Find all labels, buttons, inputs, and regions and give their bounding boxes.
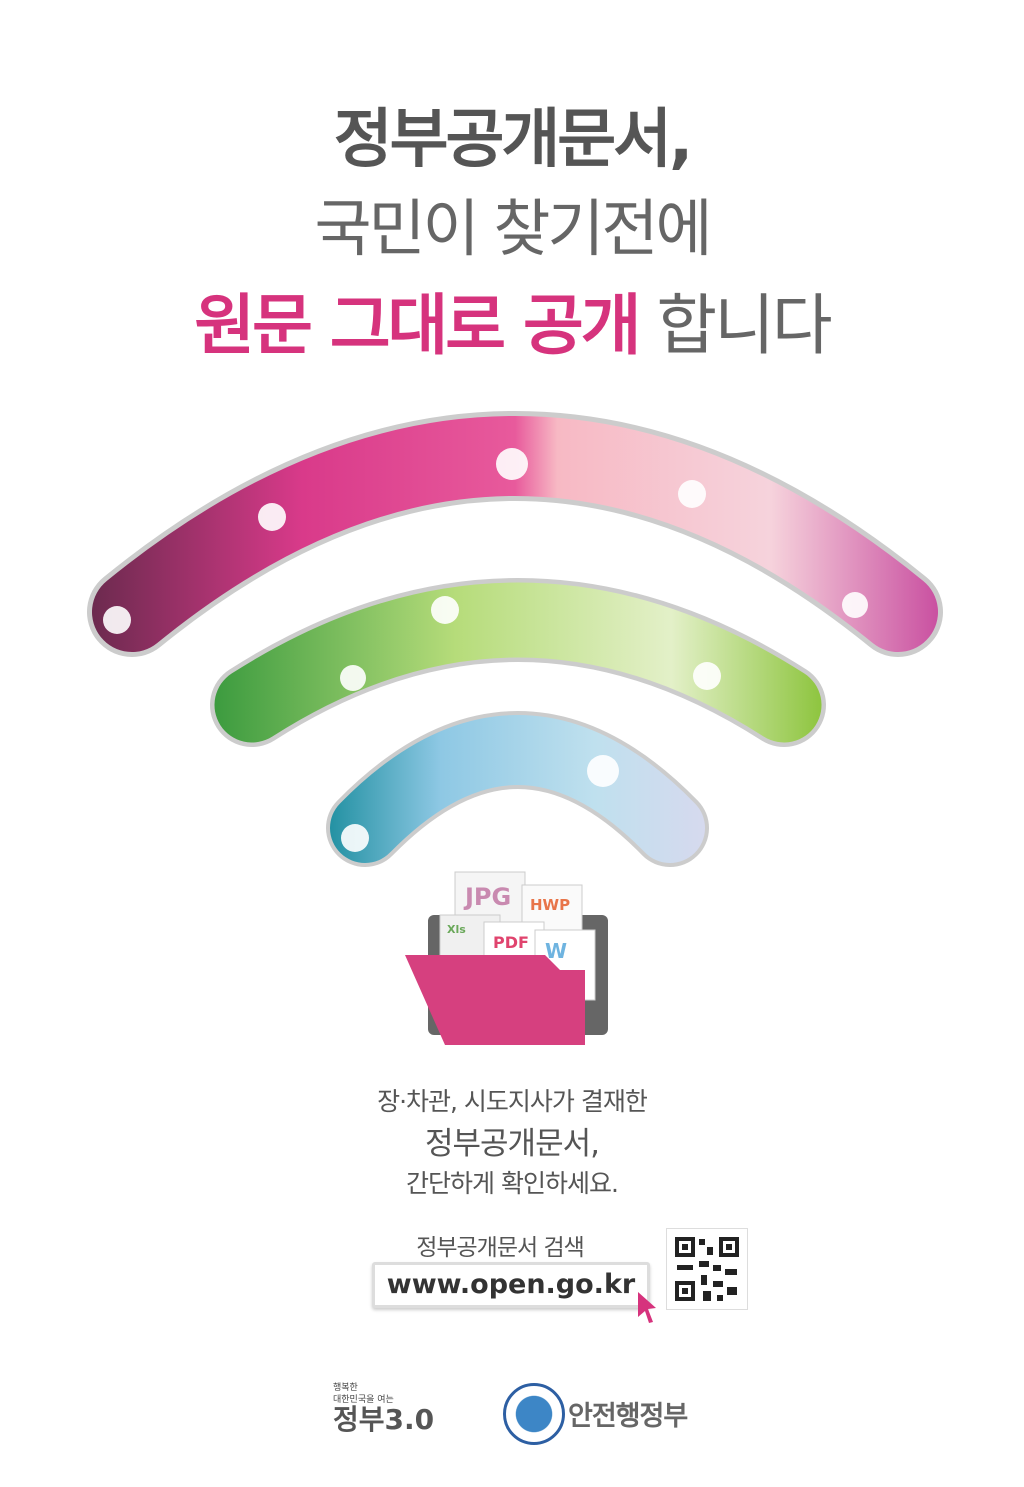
file-label-xls: Xls [447,923,466,936]
gov30-logo: 행복한 대한민국을 여는 정부3.0 [333,1382,435,1436]
body-line2: 정부공개문서, [425,1126,600,1162]
24h-icon [258,503,286,531]
qr-code[interactable] [666,1228,748,1310]
gov30-small2: 대한민국을 여는 [333,1395,394,1405]
won-icon [341,824,369,852]
headline-line1: 정부공개문서, [333,103,694,177]
face-icon [842,592,868,618]
wifi-illustration: JPG HWP Xls PDF W [87,411,943,1045]
file-label-jpg: JPG [463,883,511,911]
gov30-main: 정부3.0 [333,1403,435,1436]
globe-icon [587,755,619,787]
building-icon [103,606,131,634]
url-box[interactable]: www.open.go.kr [372,1262,650,1308]
body-line1: 장·차관, 시도지사가 결재한 [377,1087,648,1116]
newspaper-icon [496,448,528,480]
medical-icon [693,662,721,690]
qr-code-icon [675,1237,739,1301]
file-label-hwp: HWP [530,896,570,914]
ministry-seal-icon [503,1383,565,1445]
box-hands-icon [678,480,706,508]
cursor-icon [638,1292,656,1323]
file-label-w: W [545,939,567,963]
headline-line3: 원문 그대로 공개 합니다 [0,272,1024,368]
headline-highlight: 원문 그대로 공개 [194,287,641,364]
ministry-name: 안전행정부 [568,1401,688,1432]
gov30-small1: 행복한 [333,1383,358,1393]
beach-icon [340,665,366,691]
house-icon [431,596,459,624]
search-label: 정부공개문서 검색 [416,1235,585,1261]
folder-front [405,955,585,1045]
body-line3: 간단하게 확인하세요. [406,1169,619,1198]
folder-illustration [405,871,608,1045]
headline-rest: 합니다 [656,287,832,364]
file-label-pdf: PDF [493,933,529,952]
headline-line2: 국민이 찾기전에 [314,192,713,265]
